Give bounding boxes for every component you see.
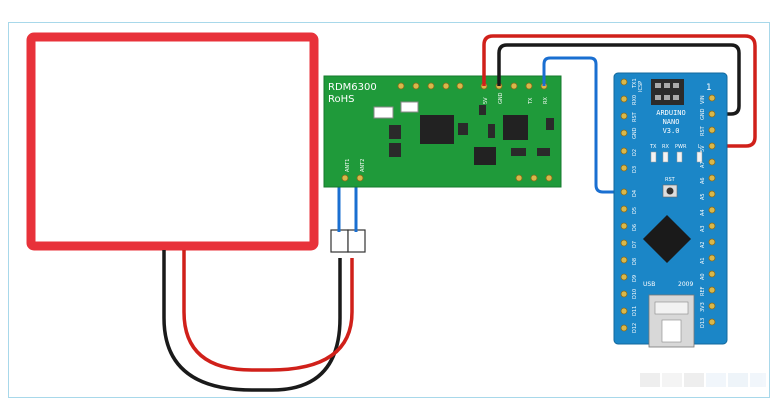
- pin-rx0: RX0: [632, 95, 638, 105]
- coil-lead-red: [182, 250, 354, 372]
- rfid-bottom-pads: [341, 174, 553, 182]
- rfid-module-name: RDM6300: [328, 82, 377, 93]
- antenna-coil: [26, 32, 319, 251]
- pin-d9: D9: [632, 275, 638, 282]
- pin-a1: A1: [700, 257, 706, 264]
- rfid-module-compliance: RoHS: [328, 94, 354, 105]
- rfid-pin-rx: RX: [543, 97, 549, 104]
- pin-d12: D12: [632, 323, 638, 333]
- arduino-brand: ARDUINO: [656, 109, 686, 117]
- pin-d11: D11: [632, 306, 638, 316]
- usb-connector: [648, 294, 695, 348]
- pin-d13: D13: [700, 318, 706, 328]
- arduino-left-pads: [620, 78, 628, 332]
- pin-a4: A4: [700, 209, 706, 216]
- pin-a7: A7: [700, 161, 706, 168]
- arduino-left-pin-labels: TX1 RX0 RST GND D2 D3 D4 D5 D6 D7 D8 D9 …: [632, 78, 638, 333]
- pin-d5: D5: [632, 207, 638, 214]
- pin1-mark: 1: [706, 83, 712, 93]
- pin-a3: A3: [700, 225, 706, 232]
- pin-vin: VIN: [700, 95, 706, 104]
- arduino-right-pin-labels: VIN GND RST 5V A7 A6 A5 A4 A3 A2 A1 A0 R…: [700, 95, 706, 328]
- pin-3v3: 3V3: [700, 302, 706, 312]
- rfid-pin-5v: 5V: [483, 97, 489, 104]
- pin-5v: 5V: [700, 145, 706, 152]
- pin-d3: D3: [632, 166, 638, 173]
- led-pwr-label: PWR: [675, 144, 687, 150]
- pin-rst-left: RST: [632, 111, 638, 122]
- pin-d6: D6: [632, 224, 638, 231]
- usb-label: USB: [643, 281, 655, 288]
- pin-tx1: TX1: [632, 78, 638, 89]
- pin-a5: A5: [700, 193, 706, 200]
- wire-5v-red: [482, 34, 757, 148]
- pin-gnd-left: GND: [632, 127, 638, 139]
- pin-d10: D10: [632, 289, 638, 299]
- pin-a6: A6: [700, 177, 706, 184]
- pin-ref: REF: [700, 286, 706, 296]
- antenna-connector: [330, 229, 366, 253]
- arduino-nano: ICSP 1 ARDUINO NANO V3.0 TX RX PWR L RST…: [613, 72, 728, 348]
- rfid-pin-ant2: ANT2: [360, 159, 366, 172]
- wire-tx-blue: [542, 56, 624, 194]
- reset-label: RST: [665, 177, 676, 183]
- rfid-module: RDM6300 RoHS: [323, 75, 562, 188]
- pin-d8: D8: [632, 258, 638, 265]
- arduino-version: V3.0: [663, 127, 680, 135]
- rfid-pin-tx: TX: [528, 97, 534, 105]
- rfid-pin-labels: 5V GND TX RX ANT1 ANT2: [345, 92, 549, 172]
- pin-d7: D7: [632, 241, 638, 248]
- pin-gnd-right: GND: [700, 108, 706, 120]
- canvas-frame: [8, 22, 770, 398]
- rfid-pin-gnd: GND: [498, 92, 504, 104]
- pin-d2: D2: [632, 149, 638, 156]
- pin-a2: A2: [700, 241, 706, 248]
- watermark-blur: [640, 373, 766, 387]
- arduino-right-pads: [708, 94, 716, 326]
- rfid-pin-ant1: ANT1: [345, 159, 351, 172]
- led-rx-label: RX: [662, 144, 669, 150]
- arduino-mcu: [642, 214, 692, 264]
- icsp-label: ICSP: [638, 81, 644, 92]
- pin-d4: D4: [632, 190, 638, 197]
- arduino-model: NANO: [663, 118, 680, 126]
- led-tx-label: TX: [649, 144, 657, 150]
- pin-a0: A0: [700, 273, 706, 280]
- wire-gnd-black: [497, 43, 741, 116]
- pin-rst-right: RST: [700, 125, 706, 136]
- led-l-label: L: [698, 144, 701, 150]
- board-year: 2009: [678, 281, 693, 288]
